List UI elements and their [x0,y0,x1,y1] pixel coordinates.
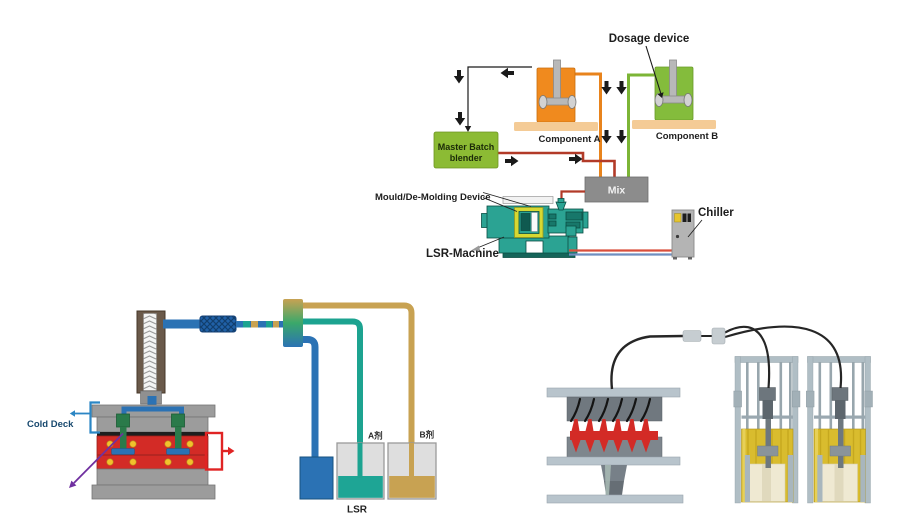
cable-harness [610,325,843,390]
a-agent-pipe [303,318,363,478]
down-arrow-icon [601,130,612,144]
tank-b-label: B剂 [420,430,435,440]
cold-deck-label: Cold Deck [27,419,74,430]
mix-box: Mix [584,176,649,203]
cold-deck-diagram: A剂 B剂 LSR [27,299,437,516]
down-arrow-icon [616,130,627,144]
blender-label-line2: blender [450,153,483,163]
drum-pump-b [805,355,874,504]
valve [116,413,130,428]
left-arrowhead [69,410,75,417]
lsr-pipe [303,336,319,462]
chiller-label: Chiller [698,207,734,219]
tank-a-label: A剂 [368,431,383,441]
down-arrow-icon [616,81,627,95]
component-b-label: Component B [656,131,718,142]
extruder-unit [136,310,166,410]
chiller-vent [687,213,691,222]
right-arrow-icon [505,155,519,167]
down-arrow-icon [601,81,612,95]
flow-diagram: Component A Component B Dosage device Ma… [375,33,734,260]
tank-a-liquid [338,476,383,498]
dosage-device-label: Dosage device [609,33,690,45]
blender-label-line1: Master Batch [438,142,495,152]
down-arrow-icon [454,112,466,126]
machine-top-bar [502,196,554,204]
component-b-pipe [627,73,655,178]
mould-demolding-callout: Mould/De-Molding Device [375,192,532,212]
valve [171,413,185,428]
left-arrow-icon [500,67,514,79]
component-a-unit: Component A [514,59,601,145]
chiller-knob [675,234,680,239]
coolant-pipes [569,249,674,256]
valve-needles [569,397,652,423]
right-arrowhead [228,446,235,456]
injection-unit [547,198,589,234]
lsr-tank [299,456,334,500]
drum-pump-a [733,355,801,504]
heat-zone-outline [204,431,235,471]
cable-splitter [711,327,726,345]
arrowhead [471,245,480,251]
chiller-vent [682,213,687,222]
feed-line [163,315,284,333]
purple-pointer-arrow [69,432,124,488]
nozzle-tube [147,396,157,410]
cold-deck-callout: Cold Deck [27,401,100,434]
lsr-machine [481,196,589,258]
tank-b-liquid [389,476,435,498]
component-a-label: Component A [539,134,601,145]
dosage-pump-b [654,59,693,107]
platform-a [514,122,598,131]
cold-runner-manifold [111,406,190,455]
mould-device-label: Mould/De-Molding Device [375,192,491,203]
down-arrow-icon [453,70,465,84]
blender-to-mix-pipe [498,151,616,178]
machine-label: LSR-Machine [426,248,499,260]
mix-label: Mix [608,185,626,197]
component-b-unit: Component B [632,59,718,142]
mixing-block [283,299,303,347]
dosage-pump-a [538,59,577,109]
needle-valve-mold [546,387,684,504]
heater-dots [106,440,194,466]
hot-nozzles [570,419,658,453]
platform-b [632,120,716,129]
component-a-pipe [575,72,602,178]
b-agent-pipe [303,302,415,474]
chiller-unit: Chiller [671,207,734,260]
chiller-panel [674,213,682,223]
machine-callout: LSR-Machine [426,236,505,260]
screw [143,313,157,391]
lsr-label: LSR [347,505,368,516]
arrowhead [657,92,664,98]
sprue-cylinder [601,465,627,495]
cable-connector [682,330,702,342]
recirculation-line [453,66,532,132]
master-batch-blender: Master Batch blender [433,131,499,169]
cold-deck-mold: Cold Deck [27,401,235,500]
mold-pump-diagram [546,325,874,504]
right-arrow-icon [569,153,583,165]
mold-clamp-area [514,207,544,238]
material-tanks: A剂 B剂 LSR [299,430,437,516]
dosage-device-callout: Dosage device [609,33,690,98]
